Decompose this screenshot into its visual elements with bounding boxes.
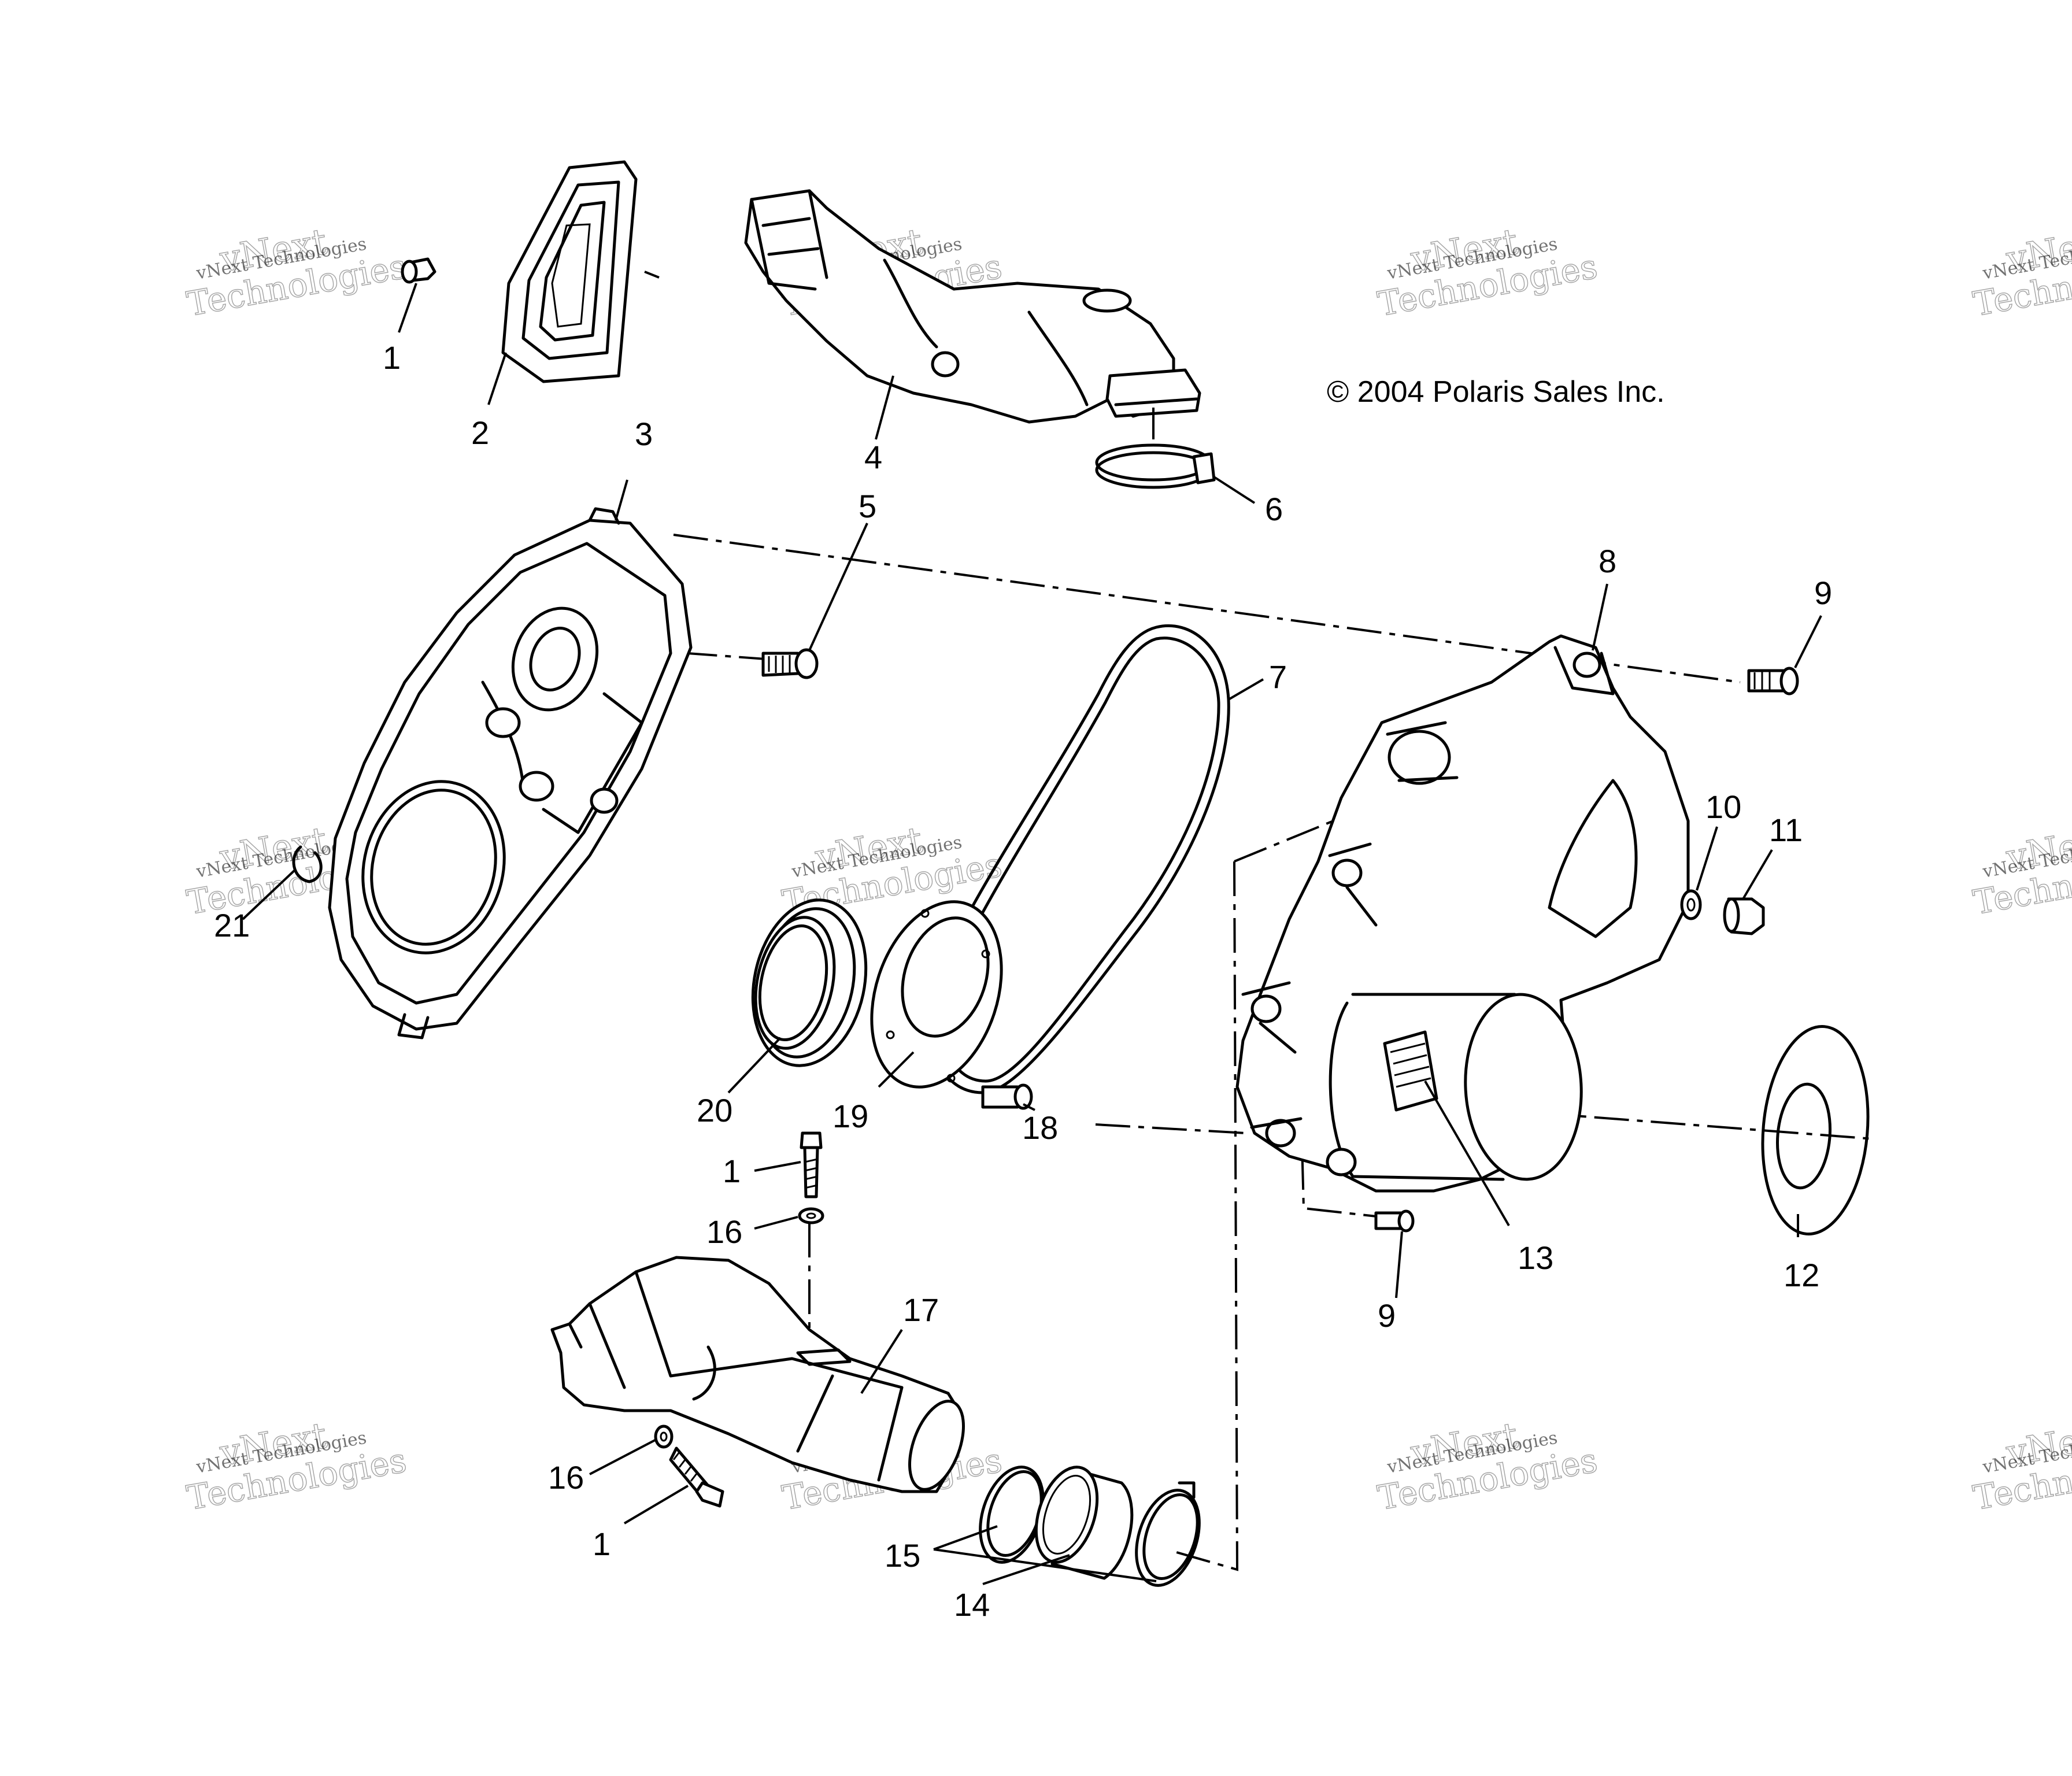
callout-1-top: 1 [383, 339, 401, 376]
leader-21 [242, 869, 296, 920]
callout-19: 19 [832, 1098, 868, 1134]
callout-9-bottom: 9 [1378, 1297, 1396, 1334]
leader-6 [1213, 476, 1256, 504]
part-9-bottom-screw [1374, 1209, 1415, 1233]
leader-11 [1742, 849, 1773, 900]
axis-line-18 [1095, 1123, 1246, 1134]
part-5-bolt [761, 648, 819, 679]
leader-14 [982, 1554, 1070, 1585]
callout-12: 12 [1784, 1257, 1819, 1293]
part-16-lower-washer [654, 1424, 674, 1449]
leader-lines [242, 283, 1822, 1585]
leader-19 [878, 1051, 915, 1088]
callout-21: 21 [214, 907, 250, 944]
part-8-outer-clutch-cover [1235, 634, 1690, 1193]
part-18-screw [981, 1083, 1033, 1110]
leader-5 [808, 523, 868, 651]
callout-16-upper: 16 [706, 1213, 742, 1250]
watermark-12: vNext vNext Technologies Technologies [1970, 1414, 2072, 1518]
watermark-3: vNext vNext Technologies Technologies [1374, 220, 1600, 324]
leader-1-mid [754, 1161, 801, 1172]
callout-15: 15 [885, 1537, 920, 1574]
callout-18: 18 [1022, 1109, 1058, 1146]
watermark-11: vNext vNext Technologies Technologies [1374, 1414, 1600, 1518]
axis-line-left-vertical [1176, 861, 1239, 1571]
part-12-ring [1761, 1025, 1870, 1235]
leader-3 [615, 479, 628, 521]
leader-9-top [1794, 615, 1822, 668]
leader-1-bottom [623, 1485, 689, 1525]
leader-13 [1424, 1080, 1510, 1227]
callout-1-mid: 1 [723, 1153, 741, 1189]
leader-15a [933, 1525, 998, 1551]
part-19-plate [870, 900, 1003, 1089]
callout-1-bottom: 1 [593, 1526, 610, 1562]
leader-16-upper [754, 1216, 798, 1230]
part-14-coupler [1034, 1466, 1134, 1580]
part-20-seal [751, 898, 868, 1067]
part-16-upper-washer [798, 1207, 824, 1224]
part-10-washer [1680, 889, 1702, 920]
copyright-notice: © 2004 Polaris Sales Inc. [1327, 375, 1665, 409]
callout-7: 7 [1269, 658, 1287, 695]
callout-2: 2 [471, 415, 489, 451]
watermark-8: vNext vNext Technologies Technologies [1970, 818, 2072, 923]
callout-9-top: 9 [1814, 575, 1832, 611]
leader-17 [860, 1329, 903, 1394]
callout-10: 10 [1705, 789, 1741, 825]
leader-2 [487, 352, 507, 405]
leader-4 [875, 375, 894, 440]
callout-3: 3 [635, 416, 653, 452]
callout-16-lower: 16 [548, 1459, 584, 1496]
part-1-bottom-bolt [669, 1446, 724, 1508]
part-1-mid-bolt [800, 1131, 823, 1198]
callout-11: 11 [1769, 812, 1803, 848]
part-6-hose-clamp [1095, 408, 1216, 489]
part-17-outlet-duct [550, 1256, 965, 1493]
leader-16-lower [589, 1438, 657, 1475]
callout-6: 6 [1265, 491, 1283, 527]
callout-13: 13 [1518, 1240, 1553, 1276]
axis-line-to-12 [1537, 1112, 1874, 1140]
watermark-4: vNext vNext Technologies Technologies [1970, 220, 2072, 324]
part-4-intake-duct [744, 189, 1201, 424]
part-2-seal [501, 160, 660, 383]
watermark-1: vNext vNext Technologies Technologies [183, 220, 409, 324]
part-15-clamp-right [1135, 1481, 1201, 1587]
part-3-inner-clutch-cover [328, 507, 693, 1039]
callout-8: 8 [1599, 543, 1616, 579]
leader-7 [1227, 678, 1264, 701]
leader-8 [1592, 583, 1608, 651]
watermark-9: vNext vNext Technologies Technologies [183, 1414, 409, 1518]
leader-20 [727, 1037, 782, 1094]
leader-1-top [398, 283, 417, 333]
callout-14: 14 [954, 1586, 990, 1623]
part-21-oring [292, 845, 323, 883]
part-9-top-screw [1747, 667, 1799, 695]
callout-labels: 1 2 3 4 5 6 7 8 9 10 11 12 13 14 15 16 1… [214, 339, 1832, 1623]
leader-10 [1696, 826, 1718, 891]
part-11-plug [1723, 897, 1765, 935]
callout-20: 20 [697, 1092, 732, 1128]
callout-17: 17 [903, 1292, 939, 1328]
part-1-top-screw [401, 257, 436, 284]
leader-9-bottom [1395, 1231, 1403, 1298]
leader-15b [933, 1548, 1157, 1582]
leader-18 [1023, 1103, 1035, 1111]
callout-5: 5 [859, 488, 876, 524]
callout-4: 4 [864, 439, 882, 475]
